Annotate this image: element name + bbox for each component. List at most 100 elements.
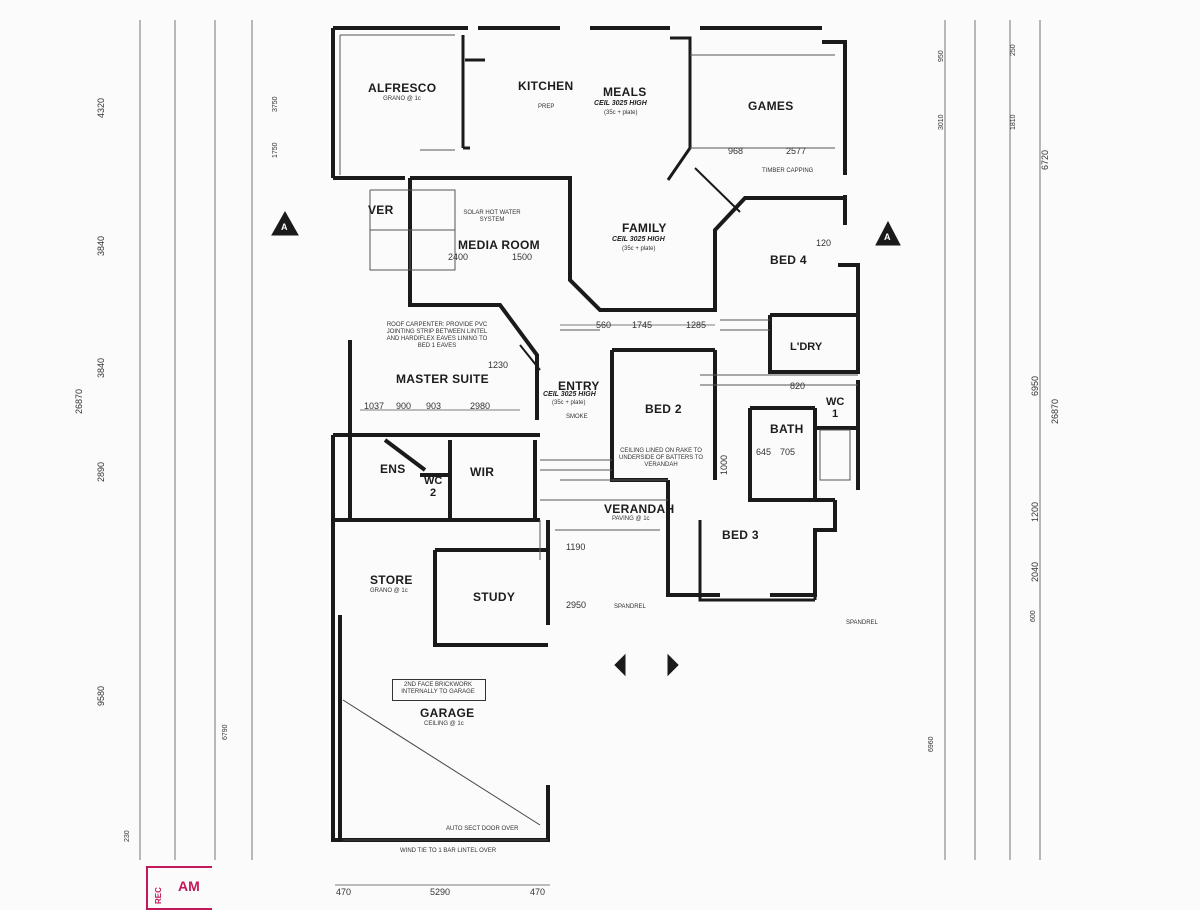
room-ens: ENS xyxy=(380,462,406,476)
dim-968: 968 xyxy=(728,146,744,156)
roof-note: WIND TIE TO 1 BAR LINTEL OVER xyxy=(400,848,497,854)
vdim-26870: 26870 xyxy=(74,388,84,414)
dim-1230: 1230 xyxy=(488,360,509,370)
room-alfresco: ALFRESCO xyxy=(368,81,437,95)
section-marker-bottom-1 xyxy=(614,653,626,677)
dim-1285: 1285 xyxy=(686,320,707,330)
dim-lines xyxy=(139,20,1041,886)
vdim-3840a: 3840 xyxy=(96,235,106,256)
bed2-ceiling-note: CEILING LINED ON RAKE TO UNDERSIDE OF BA… xyxy=(618,448,703,468)
solar-note: SOLAR HOT WATER SYSTEM xyxy=(463,210,521,223)
games-note: TIMBER CAPPING xyxy=(762,168,814,174)
vdim-230: 230 xyxy=(124,830,131,842)
dim-bottom-5290: 5290 xyxy=(430,887,451,897)
vdim-950: 950 xyxy=(938,50,945,62)
room-store: STORE xyxy=(370,573,413,587)
dim-1190: 1190 xyxy=(566,542,586,552)
vdim-3010: 3010 xyxy=(938,114,945,130)
detail-lines xyxy=(339,34,858,560)
vdim-2890: 2890 xyxy=(96,461,106,482)
store-note: GRANO @ 1c xyxy=(370,588,408,594)
section-letter-left: A xyxy=(281,222,288,232)
vdim-4320: 4320 xyxy=(96,97,106,118)
vdim-250: 250 xyxy=(1010,44,1017,56)
dim-705: 705 xyxy=(780,447,796,457)
garage-brick-note-box xyxy=(392,679,486,701)
vdim-1750: 1750 xyxy=(272,142,279,158)
room-ver: VER xyxy=(368,203,394,217)
dim-560: 560 xyxy=(596,320,612,330)
dim-903: 903 xyxy=(426,401,442,411)
room-wir: WIR xyxy=(470,465,495,479)
entry-step xyxy=(519,167,741,371)
dim-1037: 1037 xyxy=(364,401,385,411)
room-bed4: BED 4 xyxy=(770,253,807,267)
room-games: GAMES xyxy=(748,99,794,113)
alfresco-ceil-note: GRANO @ 1c xyxy=(383,96,421,102)
entry-ceil-sub: (35c + plate) xyxy=(552,400,586,406)
room-wc2-num: 2 xyxy=(430,487,437,499)
room-wc1: WC xyxy=(826,396,845,408)
vdim-6720: 6720 xyxy=(1040,149,1050,170)
room-bath: BATH xyxy=(770,422,804,436)
garage-brick-note: 2ND FACE BRICKWORK INTERNALLY TO GARAGE xyxy=(401,682,475,695)
entry-ceil-note: CEIL 3025 HIGH xyxy=(543,391,596,398)
dim-media-2400: 2400 xyxy=(448,252,469,262)
room-verandah: VERANDAH xyxy=(604,502,675,516)
stamp-text-2: REC xyxy=(154,887,163,904)
dim-bottom-470a: 470 xyxy=(336,887,352,897)
dim-2577: 2577 xyxy=(786,146,807,156)
section-letter-right: A xyxy=(884,232,891,242)
master-roof-note: ROOF CARPENTER: PROVIDE PVC JOINTING STR… xyxy=(386,322,488,349)
vdim-3840b: 3840 xyxy=(96,357,106,378)
smoke-note: SMOKE xyxy=(566,414,588,420)
garage-ceil-note: CEILING @ 1c xyxy=(424,721,464,727)
room-bed2: BED 2 xyxy=(645,402,682,416)
bed4-walls xyxy=(745,196,860,374)
meals-ceil-note: CEIL 3025 HIGH xyxy=(594,100,647,107)
stamp-text-1: AM xyxy=(178,878,200,894)
vdim-6790: 6790 xyxy=(222,724,229,740)
dim-900: 900 xyxy=(396,401,412,411)
room-media: MEDIA ROOM xyxy=(458,238,540,252)
room-kitchen: KITCHEN xyxy=(518,79,574,93)
room-wc2: WC xyxy=(424,475,443,487)
room-wc1-num: 1 xyxy=(832,408,839,420)
bath-walls xyxy=(748,380,860,597)
dim-2980: 2980 xyxy=(470,401,491,411)
dim-2950: 2950 xyxy=(566,600,587,610)
kitchen-walls xyxy=(461,35,692,181)
dim-bottom-470b: 470 xyxy=(530,887,546,897)
master-walls xyxy=(331,340,540,525)
dim-1745: 1745 xyxy=(632,320,653,330)
vdim-26870r: 26870 xyxy=(1050,398,1060,424)
spandrel-note-1: SPANDREL xyxy=(614,604,646,610)
auto-door-note: AUTO SECT DOOR OVER xyxy=(446,826,519,832)
verandah-paving-note: PAVING @ 1c xyxy=(612,516,650,522)
vdim-600: 600 xyxy=(1030,610,1037,622)
room-family: FAMILY xyxy=(622,221,667,235)
vdim-3750: 3750 xyxy=(272,96,279,112)
family-ceil-note: CEIL 3025 HIGH xyxy=(612,236,665,243)
dim-media-1500: 1500 xyxy=(512,252,533,262)
vdim-1200: 1200 xyxy=(1030,501,1040,522)
kitchen-prep-note: PREP xyxy=(538,104,555,110)
spandrel-note-2: SPANDREL xyxy=(846,620,878,626)
outer-walls xyxy=(331,26,847,225)
room-garage: GARAGE xyxy=(420,706,475,720)
room-entry: ENTRY xyxy=(558,379,600,393)
room-bed3: BED 3 xyxy=(722,528,759,542)
approval-stamp: AM REC xyxy=(146,866,212,910)
garage-door-line xyxy=(342,699,548,841)
section-marker-right xyxy=(875,220,901,246)
dim-1000: 1000 xyxy=(719,454,730,476)
dim-820: 820 xyxy=(790,381,806,391)
vdim-2040: 2040 xyxy=(1030,561,1040,582)
room-study: STUDY xyxy=(473,590,516,604)
vdim-6950: 6950 xyxy=(1030,375,1040,396)
dim-645: 645 xyxy=(756,447,772,457)
bed3-walls xyxy=(698,520,817,602)
vdim-1810: 1810 xyxy=(1010,114,1017,130)
section-marker-bottom-2 xyxy=(667,653,679,677)
